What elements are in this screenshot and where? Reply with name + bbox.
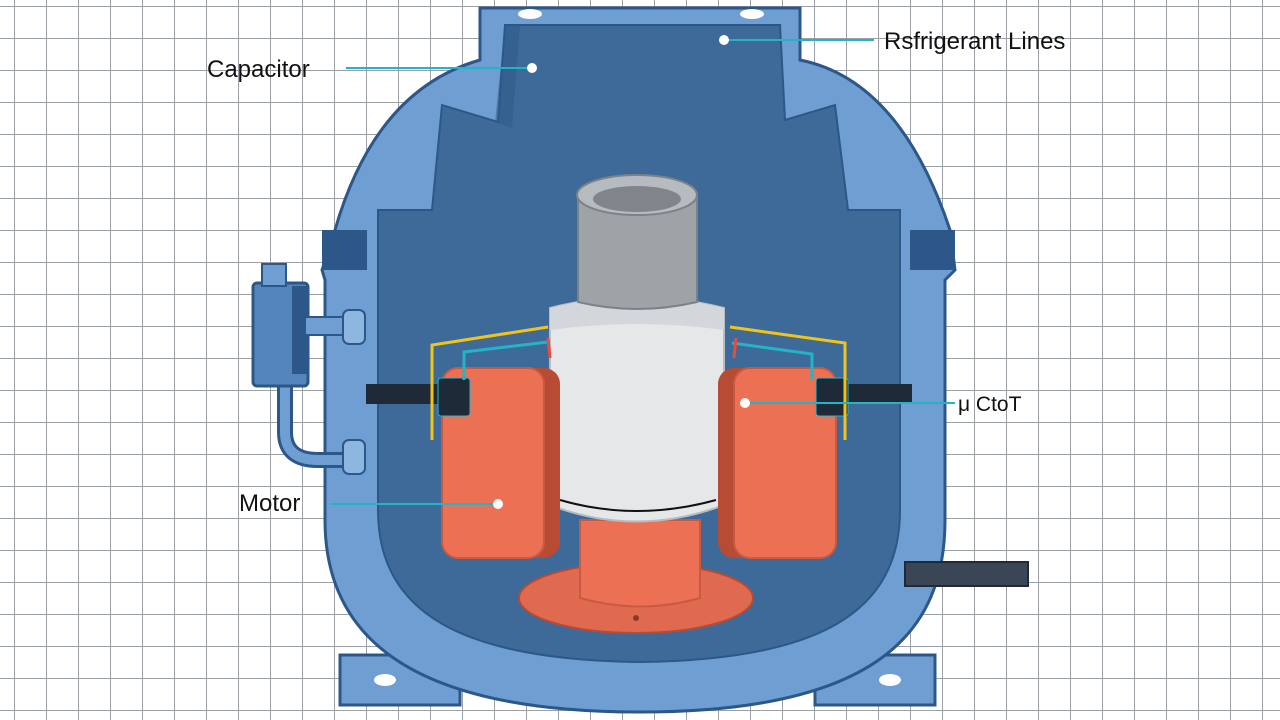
right-stator-coil — [718, 367, 837, 559]
rotor-cylinder — [549, 296, 725, 523]
left-bolt-hole — [374, 674, 396, 686]
right-connector — [815, 377, 849, 417]
coil-label: μ CtoT — [958, 393, 1022, 416]
rotor-assembly — [518, 174, 754, 634]
left-connector — [437, 377, 471, 417]
refrigerant-leader-dot — [719, 35, 729, 45]
left-shell-flange — [322, 230, 367, 270]
right-bolt-hole — [879, 674, 901, 686]
leader-lines — [330, 35, 955, 509]
interior-shadow — [495, 25, 520, 128]
top-bolt-left — [518, 9, 542, 19]
right-shell-flange — [910, 230, 955, 270]
top-bolt-right — [740, 9, 764, 19]
coil-leader-dot — [740, 398, 750, 408]
capacitor-housing — [251, 263, 366, 475]
capacitor-label: Capacitor — [207, 56, 310, 83]
wiring — [430, 325, 847, 440]
discharge-pipe — [904, 561, 1029, 587]
refrigerant-lines-label: Rsfrigerant Lines — [884, 28, 1066, 55]
motor-leader-dot — [493, 499, 503, 509]
motor-label: Motor — [239, 490, 301, 517]
shaft — [577, 195, 698, 310]
capacitor-leader-dot — [527, 63, 537, 73]
